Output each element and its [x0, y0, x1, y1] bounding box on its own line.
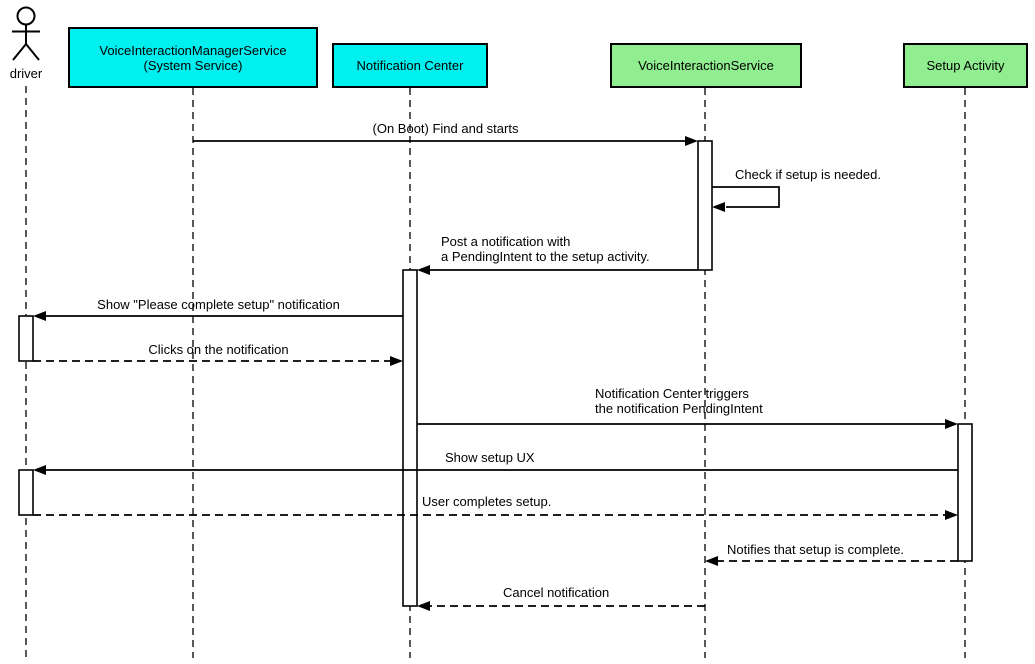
activation-driver-2 [18, 469, 34, 516]
message-label-post-notification: Post a notification with a PendingIntent… [441, 234, 650, 264]
message-label-show-setup-notification: Show "Please complete setup" notificatio… [97, 297, 340, 312]
participant-voice-interaction-service: VoiceInteractionService [610, 43, 802, 88]
arrow-check-if-setup-needed [712, 186, 780, 212]
message-label-on-boot-find-and-starts: (On Boot) Find and starts [372, 121, 519, 136]
actor-driver-label: driver [9, 66, 43, 81]
arrow-on-boot-find-and-starts [193, 136, 698, 146]
participant-setup-activity: Setup Activity [903, 43, 1028, 88]
arrow-show-setup-notification [33, 311, 403, 321]
message-label-trigger-pendingintent: Notification Center triggers the notific… [595, 386, 763, 416]
activation-notification-center [402, 269, 418, 607]
participant-voice-interaction-manager-service: VoiceInteractionManagerService (System S… [68, 27, 318, 88]
arrow-cancel-notification [417, 601, 705, 611]
activation-driver-1 [18, 315, 34, 362]
participant-notification-center: Notification Center [332, 43, 488, 88]
actor-driver-icon [12, 6, 40, 61]
message-label-cancel-notification: Cancel notification [503, 585, 610, 600]
arrow-show-setup-ux [33, 465, 958, 475]
message-label-notifies-setup-complete: Notifies that setup is complete. [727, 542, 905, 557]
arrow-trigger-pendingintent [417, 419, 958, 429]
activation-setup-activity [957, 423, 973, 562]
message-label-check-if-setup-needed: Check if setup is needed. [735, 167, 881, 182]
message-label-user-completes-setup: User completes setup. [422, 494, 552, 509]
arrow-post-notification [417, 265, 698, 275]
message-label-clicks-notification: Clicks on the notification [148, 342, 289, 357]
message-label-show-setup-ux: Show setup UX [445, 450, 535, 465]
activation-bars [18, 140, 973, 607]
arrow-clicks-notification [33, 356, 403, 366]
arrow-notifies-setup-complete [705, 556, 958, 566]
arrow-user-completes-setup [33, 510, 958, 520]
activation-voice-interaction-service [697, 140, 713, 271]
message-arrows [33, 136, 958, 611]
